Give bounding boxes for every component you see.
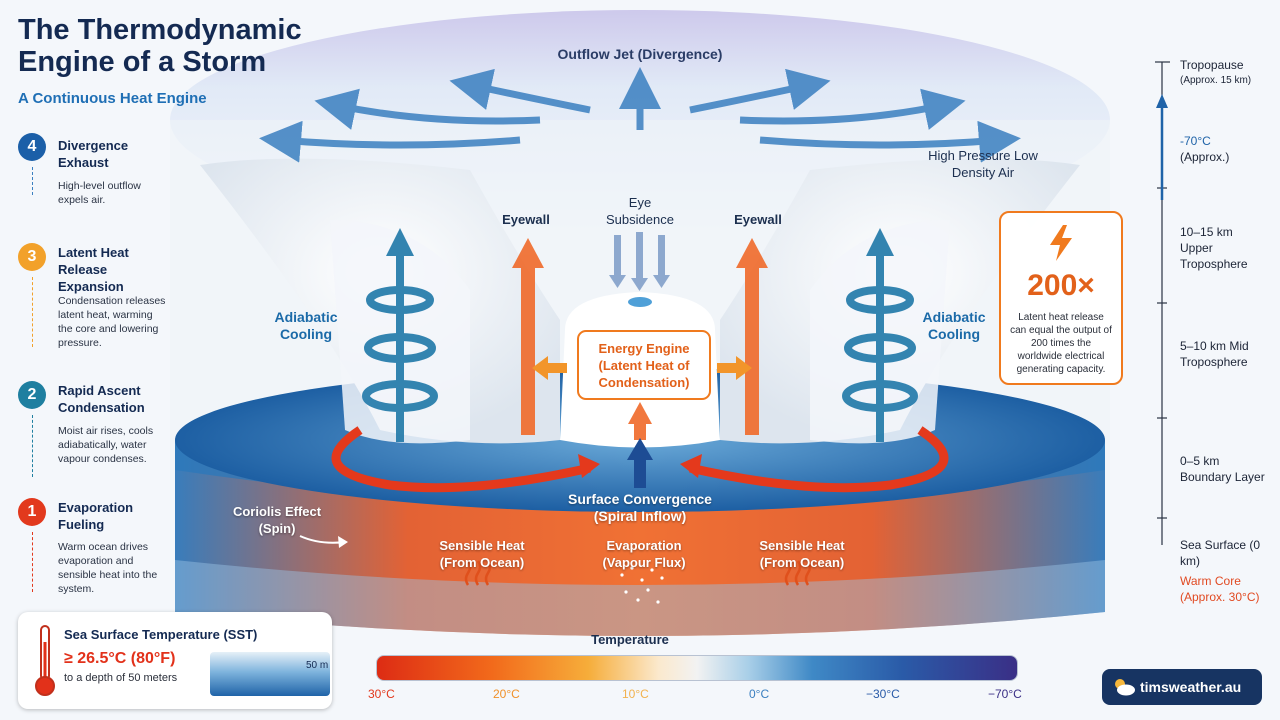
altitude-boundary-label: 0–5 km Boundary Layer bbox=[1180, 454, 1265, 484]
coriolis-effect-label: Coriolis Effect (Spin) bbox=[232, 504, 322, 536]
sun-cloud-icon bbox=[1115, 679, 1135, 696]
eyewall-left-label: Eyewall bbox=[502, 212, 550, 227]
step-4: 4 Divergence Exhaust High-level outflow … bbox=[18, 133, 168, 233]
stat-text: Latent heat release can equal the output… bbox=[1010, 312, 1112, 375]
step-1-description: Warm ocean drives evaporation and sensib… bbox=[58, 541, 158, 595]
high-pressure-label: High Pressure Low Density Air bbox=[928, 148, 1038, 180]
temperature-tick: −70°C bbox=[988, 687, 1022, 701]
sst-depth-gauge bbox=[210, 652, 330, 696]
sst-depth-text: to a depth of 50 meters bbox=[64, 672, 178, 684]
adiabatic-cooling-right-label: Adiabatic Cooling bbox=[922, 309, 986, 342]
temperature-scale-title: Temperature bbox=[591, 632, 669, 647]
surface-convergence-label: Surface Convergence (Spiral Inflow) bbox=[568, 491, 712, 524]
step-1-label: Evaporation Fueling bbox=[58, 500, 134, 532]
step-2: 2 Rapid Ascent Condensation Moist air ri… bbox=[18, 381, 168, 486]
sst-value: ≥ 26.5°C (80°F) bbox=[64, 650, 176, 667]
temp-top-label: -70°C bbox=[1180, 134, 1211, 148]
step-connector bbox=[32, 167, 33, 195]
altitude-mid-label: 5–10 km Mid Troposphere bbox=[1180, 339, 1249, 369]
brand-badge[interactable]: timsweather.au bbox=[1102, 669, 1262, 705]
step-3-description: Condensation releases latent heat, warmi… bbox=[58, 295, 166, 349]
temperature-tick: 20°C bbox=[493, 687, 520, 701]
sensible-heat-right-label: Sensible Heat (From Ocean) bbox=[759, 538, 845, 570]
tropopause-note: (Approx. 15 km) bbox=[1180, 75, 1252, 86]
temp-top-note: (Approx.) bbox=[1180, 150, 1230, 164]
step-3-number: 3 bbox=[18, 243, 46, 271]
temperature-tick: 10°C bbox=[622, 687, 649, 701]
page-title: The Thermodynamic Engine of a Storm bbox=[18, 14, 302, 78]
adiabatic-cooling-left-label: Adiabatic Cooling bbox=[274, 309, 338, 342]
thermometer-icon bbox=[35, 625, 55, 696]
temperature-scale-bar bbox=[376, 655, 1018, 681]
latent-heat-stat-card: 200× Latent heat release can equal the o… bbox=[999, 211, 1123, 385]
sea-surface-label: Sea Surface (0 km) bbox=[1180, 538, 1261, 568]
step-1: 1 Evaporation Fueling Warm ocean drives … bbox=[18, 498, 168, 598]
sst-depth-label: 50 m bbox=[306, 660, 329, 671]
step-4-label: Divergence Exhaust bbox=[58, 138, 129, 170]
evaporation-label: Evaporation (Vapour Flux) bbox=[602, 538, 686, 570]
warm-core-label: Warm Core (Approx. 30°C) bbox=[1180, 574, 1260, 604]
sst-card: Sea Surface Temperature (SST) ≥ 26.5°C (… bbox=[18, 612, 332, 709]
step-2-description: Moist air rises, cools adiabatically, wa… bbox=[58, 425, 154, 465]
outflow-jet-label: Outflow Jet (Divergence) bbox=[557, 46, 723, 62]
step-connector bbox=[32, 415, 33, 477]
step-4-number: 4 bbox=[18, 133, 46, 161]
temperature-tick: 30°C bbox=[368, 687, 395, 701]
lightning-icon bbox=[1050, 225, 1072, 261]
brand-name: timsweather.au bbox=[1140, 679, 1242, 695]
step-3-label: Latent Heat Release Expansion bbox=[58, 245, 129, 294]
step-3: 3 Latent Heat Release Expansion Condensa… bbox=[18, 243, 168, 368]
step-2-label: Rapid Ascent Condensation bbox=[58, 383, 145, 415]
stat-value: 200× bbox=[1027, 269, 1095, 302]
step-connector bbox=[32, 532, 33, 592]
tropopause-label: Tropopause bbox=[1180, 58, 1244, 72]
step-4-description: High-level outflow expels air. bbox=[58, 180, 141, 206]
temperature-tick: −30°C bbox=[866, 687, 900, 701]
page-subtitle: A Continuous Heat Engine bbox=[18, 90, 207, 107]
energy-engine-label: Energy Engine (Latent Heat of Condensati… bbox=[577, 330, 711, 400]
sensible-heat-left-label: Sensible Heat (From Ocean) bbox=[439, 538, 525, 570]
step-2-number: 2 bbox=[18, 381, 46, 409]
step-connector bbox=[32, 277, 33, 347]
temperature-tick: 0°C bbox=[749, 687, 770, 701]
eyewall-right-label: Eyewall bbox=[734, 212, 782, 227]
sst-title: Sea Surface Temperature (SST) bbox=[64, 627, 258, 642]
altitude-upper-label: 10–15 km Upper Troposphere bbox=[1180, 225, 1248, 271]
step-1-number: 1 bbox=[18, 498, 46, 526]
eye-subsidence-label: Eye Subsidence bbox=[606, 195, 674, 227]
